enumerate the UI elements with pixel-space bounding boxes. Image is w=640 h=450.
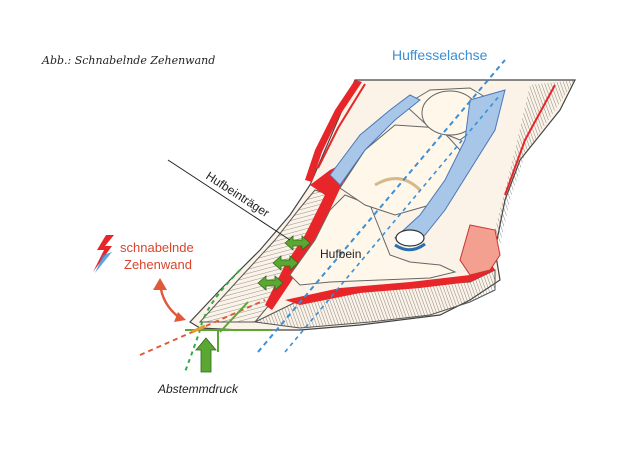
pressure-label: Abstemmdruck (157, 382, 239, 396)
coffin-bone (289, 194, 457, 286)
dermis-line (317, 83, 366, 169)
hoof-pastern-axis-line (257, 59, 506, 353)
double-arrow-icon (272, 255, 299, 271)
double-arrow-icon (284, 235, 311, 251)
up-arrow-icon (195, 337, 217, 373)
sole-red (285, 262, 495, 305)
skin-red-front (305, 80, 362, 182)
navicular-bone (395, 229, 425, 247)
double-arrow-icon (257, 275, 284, 291)
carrier-label: Hufbeinträger (203, 169, 272, 220)
angle-arrowhead-bottom (174, 312, 186, 322)
figure-caption: Abb.: Schnabelnde Zehenwand (41, 54, 215, 67)
dermis-line-back (504, 84, 556, 196)
extensor-tendon (329, 94, 421, 186)
toe-wall-line (139, 299, 266, 356)
condition-label-line1: schnabelnde (120, 240, 194, 255)
lightning-icon (93, 235, 114, 273)
coffin-bone-label: Hufbein (320, 247, 361, 261)
toe-tip-mark (191, 324, 206, 334)
ground-diagonal (219, 301, 249, 333)
heel-red (459, 224, 501, 276)
axis-label: Huffesselachse (392, 47, 488, 63)
carrier-pointer (167, 159, 291, 241)
angle-arrowhead-top (153, 278, 167, 290)
navicular-bursa (394, 242, 426, 252)
marrow-mark (374, 177, 422, 192)
hair-strip (495, 80, 575, 245)
condition-label-line2: Zehenwand (124, 257, 192, 272)
